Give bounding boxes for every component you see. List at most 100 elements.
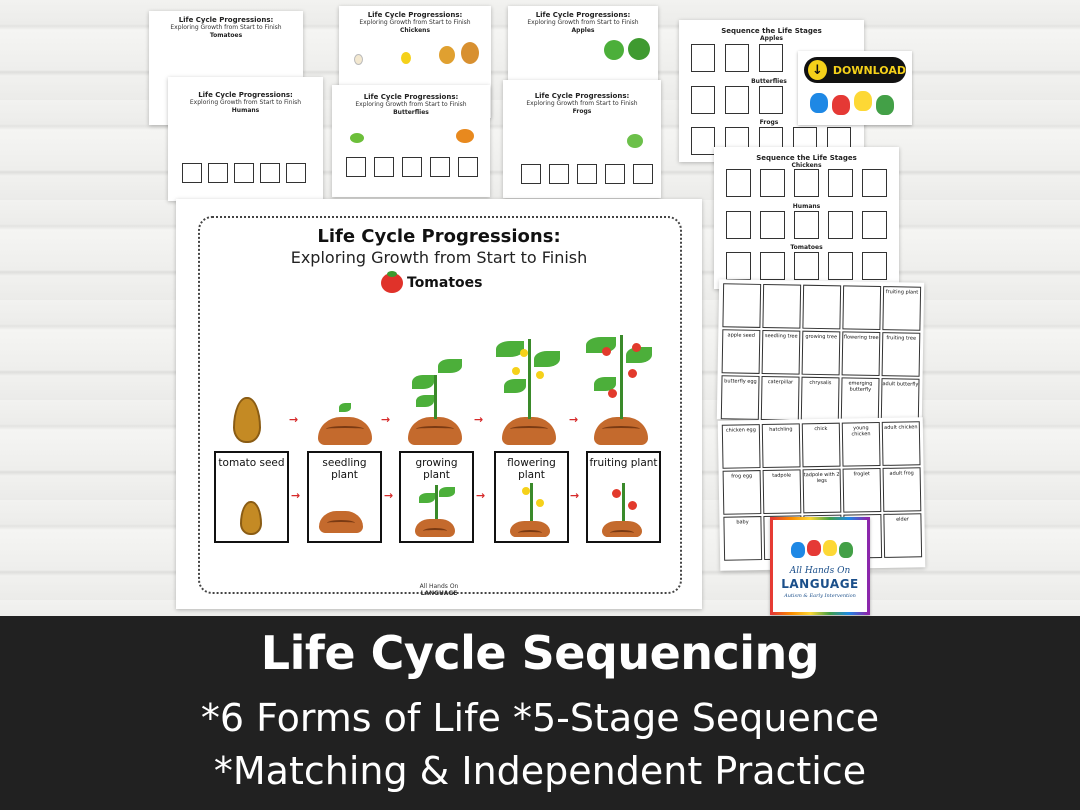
sequence-box[interactable] (182, 163, 202, 183)
sequence-box[interactable] (208, 163, 228, 183)
thumb-topic: Butterflies (393, 109, 429, 116)
hand-icon-blue (791, 542, 805, 558)
sequence-box[interactable] (234, 163, 254, 183)
download-badge[interactable]: ↓ DOWNLOAD (798, 51, 912, 125)
picture-card[interactable]: chrysalis (800, 376, 840, 422)
picture-card[interactable]: chicken egg (721, 424, 761, 469)
picture-card[interactable]: baby (723, 516, 763, 561)
sequence-box[interactable] (862, 169, 887, 197)
sequence-box[interactable] (759, 86, 783, 114)
hand-icon-green (839, 542, 853, 558)
picture-card-label: tadpole with 2 legs (803, 471, 840, 485)
plant-stem (435, 485, 438, 525)
sequence-box[interactable] (633, 164, 653, 184)
flowering-plant-image (502, 417, 556, 445)
picture-card-label: seedling tree (764, 333, 798, 340)
picture-card[interactable]: fruiting tree (881, 332, 921, 377)
thumb-subtitle: Exploring Growth from Start to Finish (526, 100, 638, 107)
sequence-box[interactable] (402, 157, 422, 177)
sequence-box[interactable] (794, 252, 819, 280)
seedling-plant-image (319, 511, 363, 533)
stage-box-flowering-plant[interactable]: flowering plant (494, 451, 569, 543)
stage-box-seedling-plant[interactable]: seedling plant (307, 451, 382, 543)
sequence-box[interactable] (725, 44, 749, 72)
picture-card-label: adult chicken (884, 424, 918, 431)
picture-card[interactable]: apple seed (721, 329, 761, 374)
sequence-box[interactable] (577, 164, 597, 184)
sequence-box[interactable] (691, 127, 715, 155)
sequence-box[interactable] (430, 157, 450, 177)
picture-card[interactable]: seedling tree (761, 329, 801, 375)
tomato-fruit (628, 501, 637, 510)
picture-card[interactable]: adult chicken (881, 421, 921, 466)
picture-card[interactable]: tadpole (762, 469, 802, 515)
row-label-frogs: Frogs (759, 119, 779, 126)
sequence-box[interactable] (760, 211, 785, 239)
picture-card[interactable]: chick (801, 422, 841, 468)
picture-card[interactable] (762, 283, 802, 329)
picture-card[interactable]: tadpole with 2 legs (802, 468, 842, 514)
picture-card[interactable]: elder (883, 513, 923, 558)
plant-leaf (594, 377, 616, 391)
stage-box-tomato-seed[interactable]: tomato seed (214, 451, 289, 543)
download-button[interactable]: ↓ DOWNLOAD (804, 57, 906, 83)
download-arrow-icon: ↓ (808, 60, 827, 80)
stage-box-growing-plant[interactable]: growing plant (399, 451, 474, 543)
picture-card[interactable]: froglet (842, 467, 882, 513)
picture-card-label: apple seed (727, 332, 756, 339)
picture-card[interactable] (802, 284, 842, 330)
sequence-box[interactable] (691, 44, 715, 72)
picture-card[interactable]: hatchling (761, 423, 801, 469)
sequence-box[interactable] (862, 252, 887, 280)
sequence-box[interactable] (725, 86, 749, 114)
picture-card[interactable]: butterfly egg (720, 375, 760, 420)
sequence-box[interactable] (828, 252, 853, 280)
sequence-box[interactable] (286, 163, 306, 183)
picture-card[interactable] (842, 285, 882, 331)
tree-icon (604, 40, 624, 60)
picture-card[interactable]: adult frog (882, 467, 922, 512)
picture-card[interactable]: fruiting plant (882, 286, 922, 331)
flower (536, 499, 544, 507)
sequence-box[interactable] (374, 157, 394, 177)
sequence-box[interactable] (828, 211, 853, 239)
sequence-box[interactable] (760, 169, 785, 197)
thumb-title: Life Cycle Progressions: (535, 11, 631, 19)
sequence-box[interactable] (346, 157, 366, 177)
picture-card[interactable]: young chicken (841, 421, 881, 467)
picture-card[interactable]: growing tree (801, 330, 841, 376)
picture-card-label: chicken egg (725, 427, 756, 434)
picture-card-label: fruiting tree (886, 335, 917, 342)
seedling-plant-image (318, 417, 372, 445)
sequence-box[interactable] (794, 211, 819, 239)
plant-leaf (534, 351, 560, 367)
sequence-box[interactable] (794, 169, 819, 197)
picture-card[interactable]: frog egg (722, 470, 762, 515)
plant-leaf (416, 395, 434, 407)
stage-box-fruiting-plant[interactable]: fruiting plant (586, 451, 661, 543)
sequence-box[interactable] (828, 169, 853, 197)
sequence-box[interactable] (458, 157, 478, 177)
tomato-fruit (602, 347, 611, 356)
sequence-box[interactable] (726, 252, 751, 280)
picture-card-label: young chicken (851, 425, 871, 438)
sequence-box[interactable] (691, 86, 715, 114)
sequence-box[interactable] (862, 211, 887, 239)
brand-line2: LANGUAGE (420, 590, 458, 597)
sequence-box[interactable] (726, 211, 751, 239)
sequence-box[interactable] (260, 163, 280, 183)
picture-card[interactable] (722, 283, 762, 328)
picture-card[interactable]: adult butterfly (880, 378, 920, 423)
sequence-box[interactable] (760, 252, 785, 280)
arrow-icon: → (289, 413, 299, 426)
sequence-box[interactable] (521, 164, 541, 184)
picture-card[interactable]: caterpillar (760, 375, 800, 421)
sequence-box[interactable] (549, 164, 569, 184)
picture-card[interactable]: flowering tree (841, 331, 881, 377)
sequence-box[interactable] (605, 164, 625, 184)
picture-card-label: baby (736, 519, 749, 526)
sequence-box[interactable] (759, 44, 783, 72)
picture-card[interactable]: emerging butterfly (840, 377, 880, 423)
sequence-box[interactable] (726, 169, 751, 197)
